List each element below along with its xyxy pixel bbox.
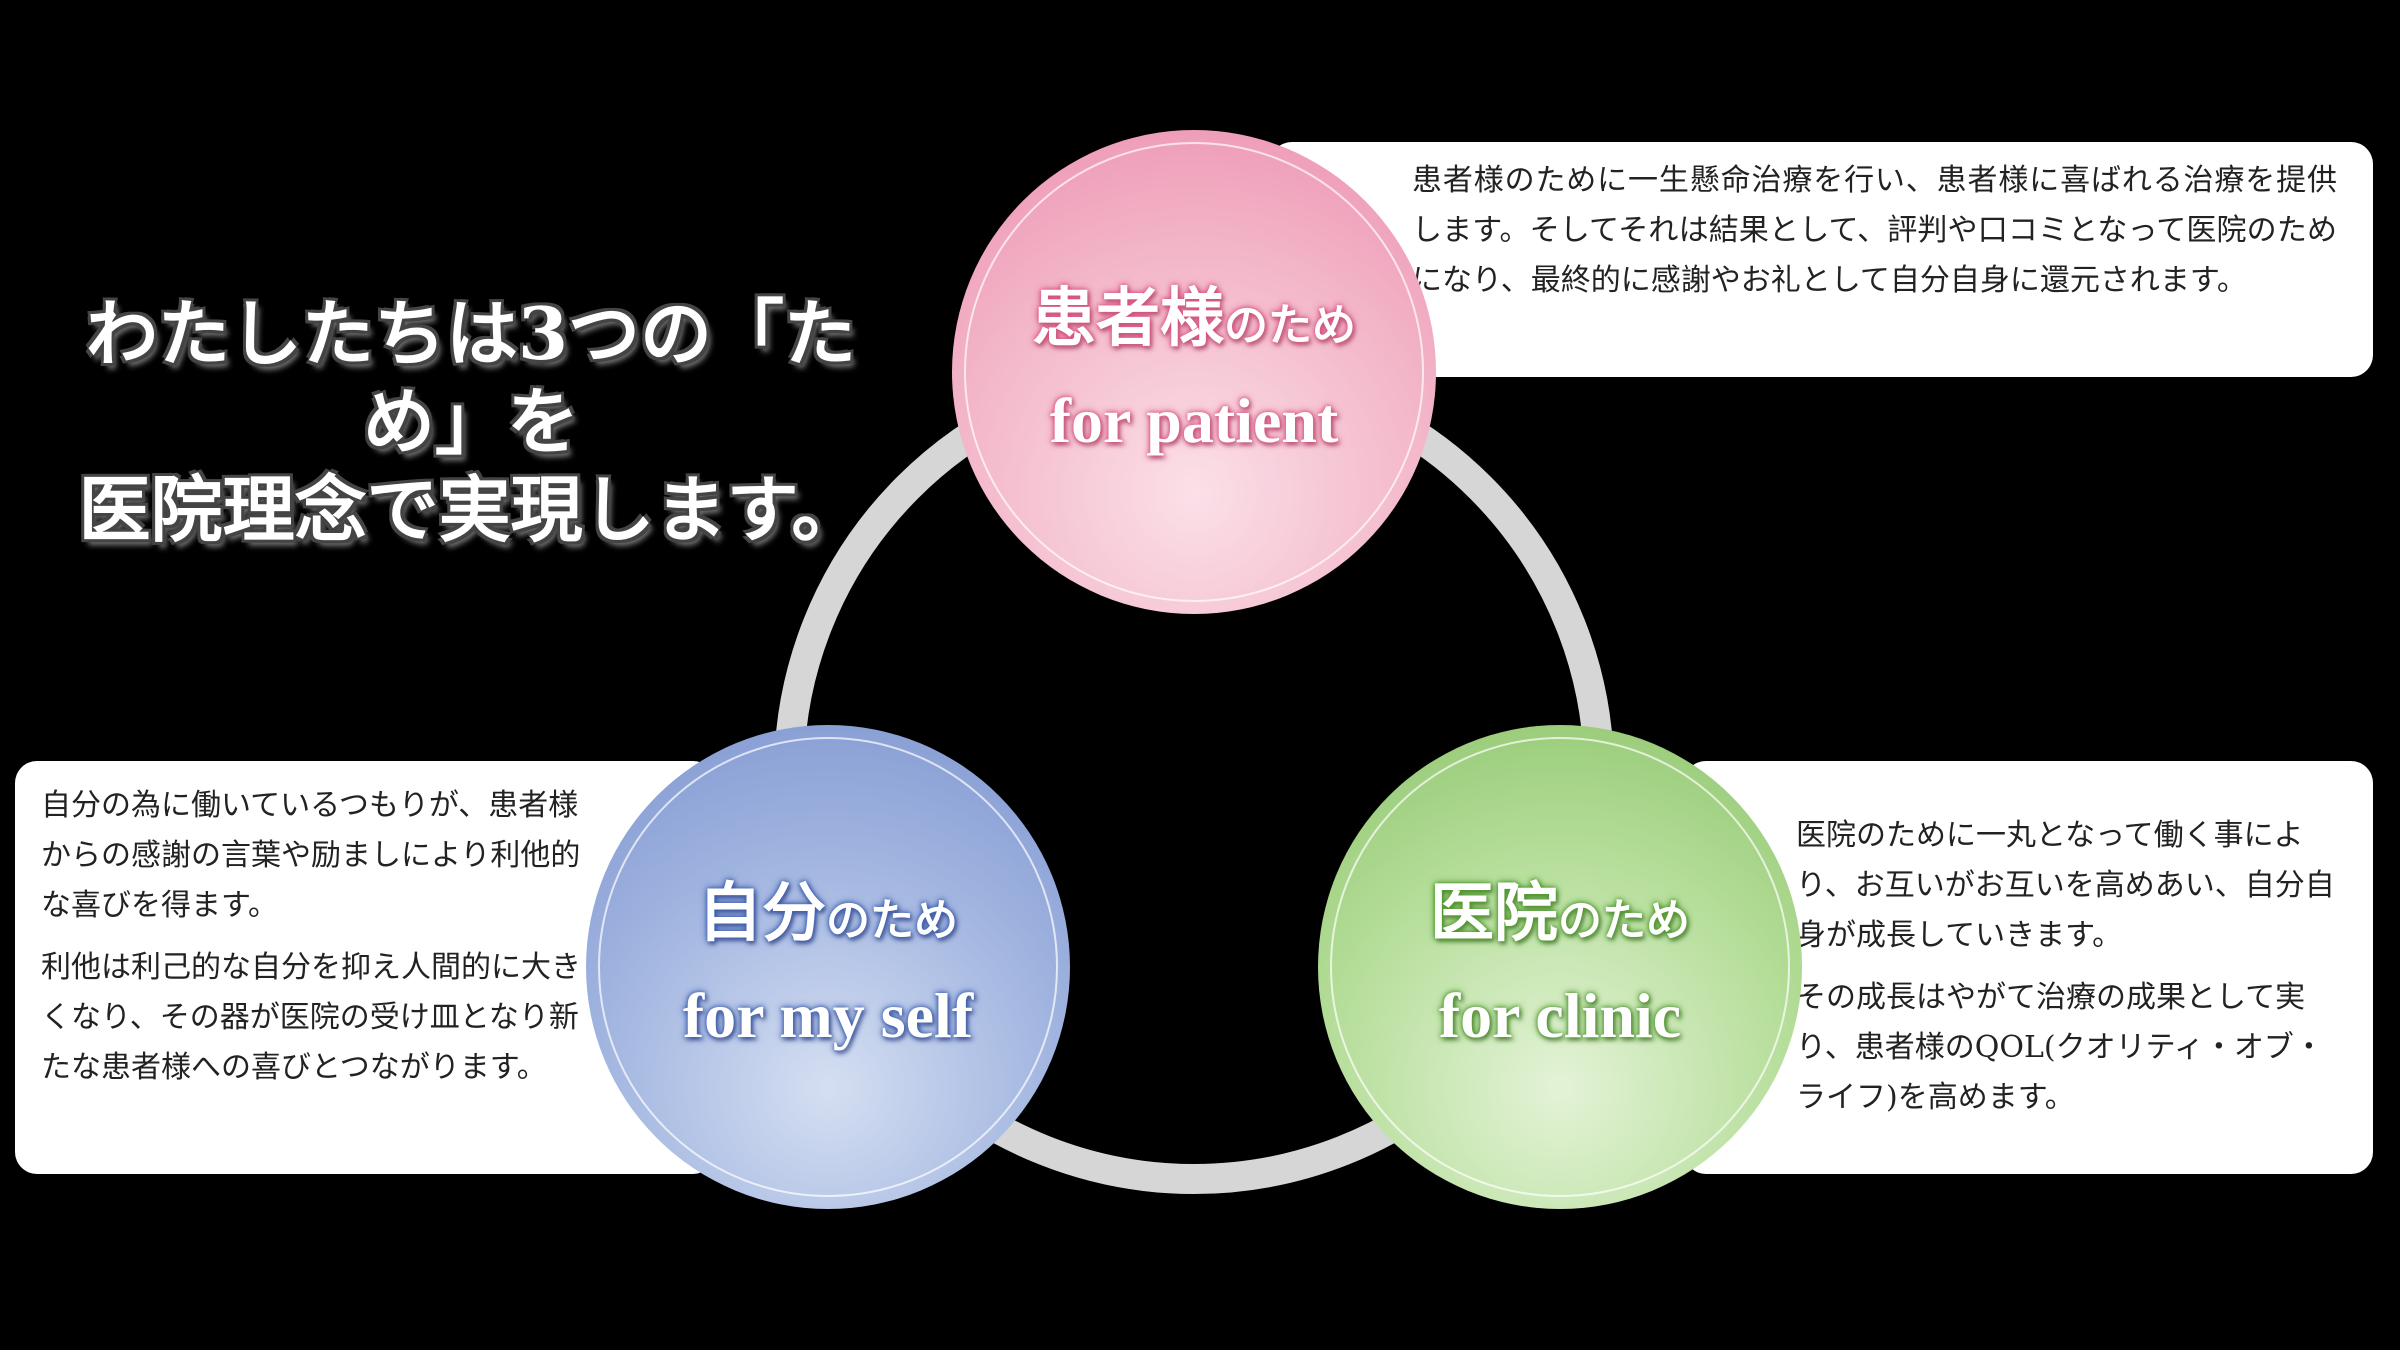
self-title-small: のため [826, 894, 958, 946]
patient-description-box: 患者様のために一生懸命治療を行い、患者様に喜ばれる治療を提供します。そしてそれは… [1270, 142, 2373, 377]
self-title-en: for my self [682, 979, 974, 1051]
self-title-main: 自分 [698, 875, 826, 951]
self-title-ja: 自分のため [698, 869, 958, 966]
self-description-1: 自分の為に働いているつもりが、患者様からの感謝の言葉や励ましにより利他的な喜びを… [41, 788, 581, 923]
for-patient-circle: 患者様のため for patient [952, 130, 1436, 614]
headline-line-2: 医院理念で実現します。 [78, 467, 864, 552]
clinic-title-main: 医院 [1430, 875, 1558, 951]
headline: わたしたちは3つの「ため」を 医院理念で実現します。 [46, 290, 896, 554]
patient-title-en: for patient [1049, 384, 1339, 456]
clinic-title-small: のため [1558, 894, 1690, 946]
clinic-title-ja: 医院のため [1430, 869, 1690, 966]
clinic-description-2: その成長はやがて治療の成果として実り、患者様のQOL(クオリティ・オブ・ライフ)… [1796, 980, 2324, 1115]
for-clinic-circle: 医院のため for clinic [1318, 725, 1802, 1209]
self-description-box: 自分の為に働いているつもりが、患者様からの感謝の言葉や励ましにより利他的な喜びを… [15, 761, 715, 1174]
patient-title-small: のため [1224, 299, 1356, 351]
self-description-2: 利他は利己的な自分を抑え人間的に大きくなり、その器が医院の受け皿となり新たな患者… [41, 950, 581, 1085]
headline-line-1: わたしたちは3つの「ため」を [85, 291, 857, 464]
clinic-title-en: for clinic [1438, 979, 1682, 1051]
patient-description: 患者様のために一生懸命治療を行い、患者様に喜ばれる治療を提供します。そしてそれは… [1412, 163, 2337, 298]
patient-title-ja: 患者様のため [1032, 274, 1356, 371]
clinic-description-1: 医院のために一丸となって働く事により、お互いがお互いを高めあい、自分自身が成長し… [1796, 818, 2335, 953]
for-my-self-circle: 自分のため for my self [586, 725, 1070, 1209]
patient-title-main: 患者様 [1032, 280, 1224, 356]
